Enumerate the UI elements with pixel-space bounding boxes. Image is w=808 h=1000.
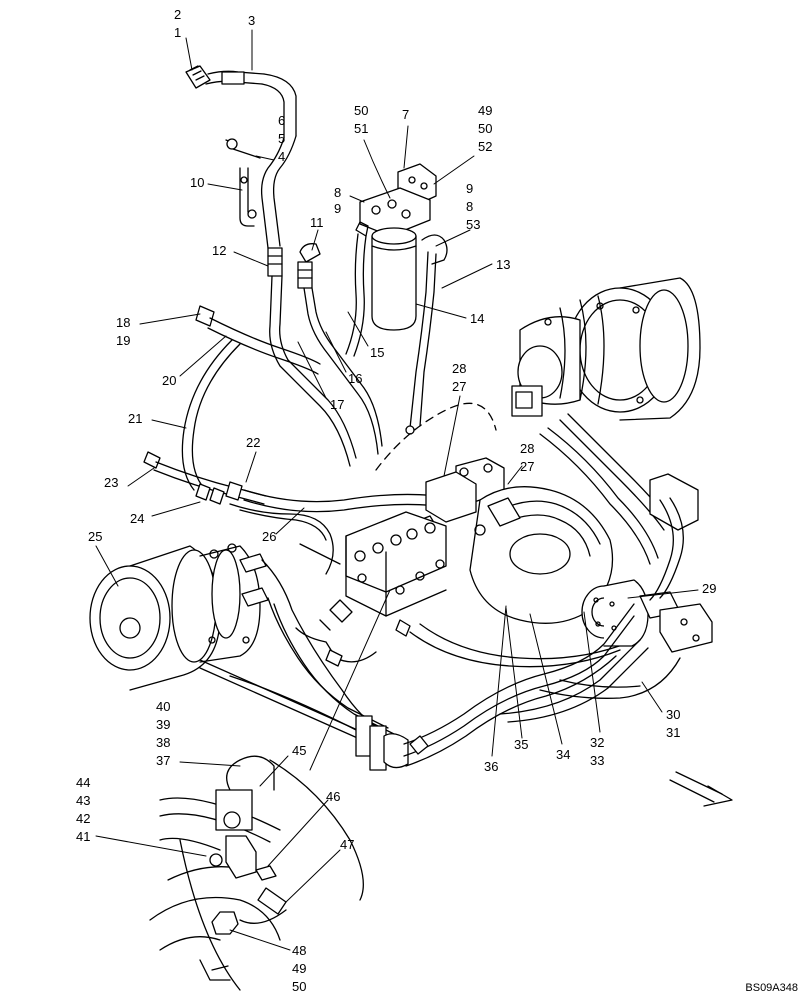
callout-26: 26 [262,529,277,544]
direction-arrow [669,771,733,807]
callout-20: 20 [162,373,177,388]
callout-50: 50 [354,103,369,118]
callout-9: 9 [334,201,342,216]
callout-41: 41 [76,829,91,844]
callout-31: 31 [666,725,681,740]
callout-10: 10 [190,175,205,190]
callout-17: 17 [330,397,345,412]
callout-39: 39 [156,717,171,732]
callout-19: 19 [116,333,131,348]
callout-16: 16 [348,371,363,386]
detail-inset [149,755,364,991]
fittings-11-12 [267,243,383,467]
callout-35: 35 [514,737,529,752]
callout-51: 51 [354,121,369,136]
callout-8: 8 [466,199,474,214]
bracket-part-10 [239,167,257,227]
callout-2: 2 [174,7,182,22]
callout-22: 22 [246,435,261,450]
callout-27: 27 [452,379,467,394]
leader-lines [95,29,699,951]
callout-43: 43 [76,793,91,808]
callout-53: 53 [466,217,481,232]
lower-cross-tubes [199,603,681,771]
platform-outline [375,402,497,471]
filter-assembly [345,163,448,435]
callout-44: 44 [76,775,91,790]
main-pump-valve-block [295,457,631,668]
callout-47: 47 [340,837,355,852]
callout-38: 38 [156,735,171,750]
callout-11: 11 [310,215,324,230]
left-hose-group [143,305,455,575]
figure-reference-code: BS09A348 [745,982,798,994]
callout-8: 8 [334,185,342,200]
callout-14: 14 [470,311,485,326]
callout-28: 28 [520,441,535,456]
callout-25: 25 [88,529,103,544]
callout-32: 32 [590,735,605,750]
callout-42: 42 [76,811,91,826]
callout-48: 48 [292,943,307,958]
callout-40: 40 [156,699,171,714]
callout-5: 5 [278,131,286,146]
callout-21: 21 [128,411,143,426]
callout-3: 3 [248,13,256,28]
callout-4: 4 [278,149,286,164]
callout-28: 28 [452,361,467,376]
callout-12: 12 [212,243,227,258]
callout-45: 45 [292,743,307,758]
callout-50: 50 [292,979,307,994]
callout-13: 13 [496,257,511,272]
callout-34: 34 [556,747,571,762]
callout-23: 23 [104,475,119,490]
callout-37: 37 [156,753,171,768]
callout-9: 9 [466,181,474,196]
travel-motor-left [89,543,395,735]
callout-27: 27 [520,459,535,474]
callout-36: 36 [484,759,499,774]
callout-1: 1 [174,25,182,40]
callout-18: 18 [116,315,131,330]
callout-30: 30 [666,707,681,722]
callout-49: 49 [478,103,493,118]
callout-29: 29 [702,581,717,596]
callout-24: 24 [130,511,145,526]
callout-15: 15 [370,345,385,360]
callout-49: 49 [292,961,307,976]
callout-52: 52 [478,139,493,154]
callout-50: 50 [478,121,493,136]
callout-7: 7 [402,107,410,122]
callout-6: 6 [278,113,286,128]
upper-hose-assembly [185,65,297,249]
callout-33: 33 [590,753,605,768]
callout-46: 46 [326,789,341,804]
travel-motor-right [511,277,701,565]
